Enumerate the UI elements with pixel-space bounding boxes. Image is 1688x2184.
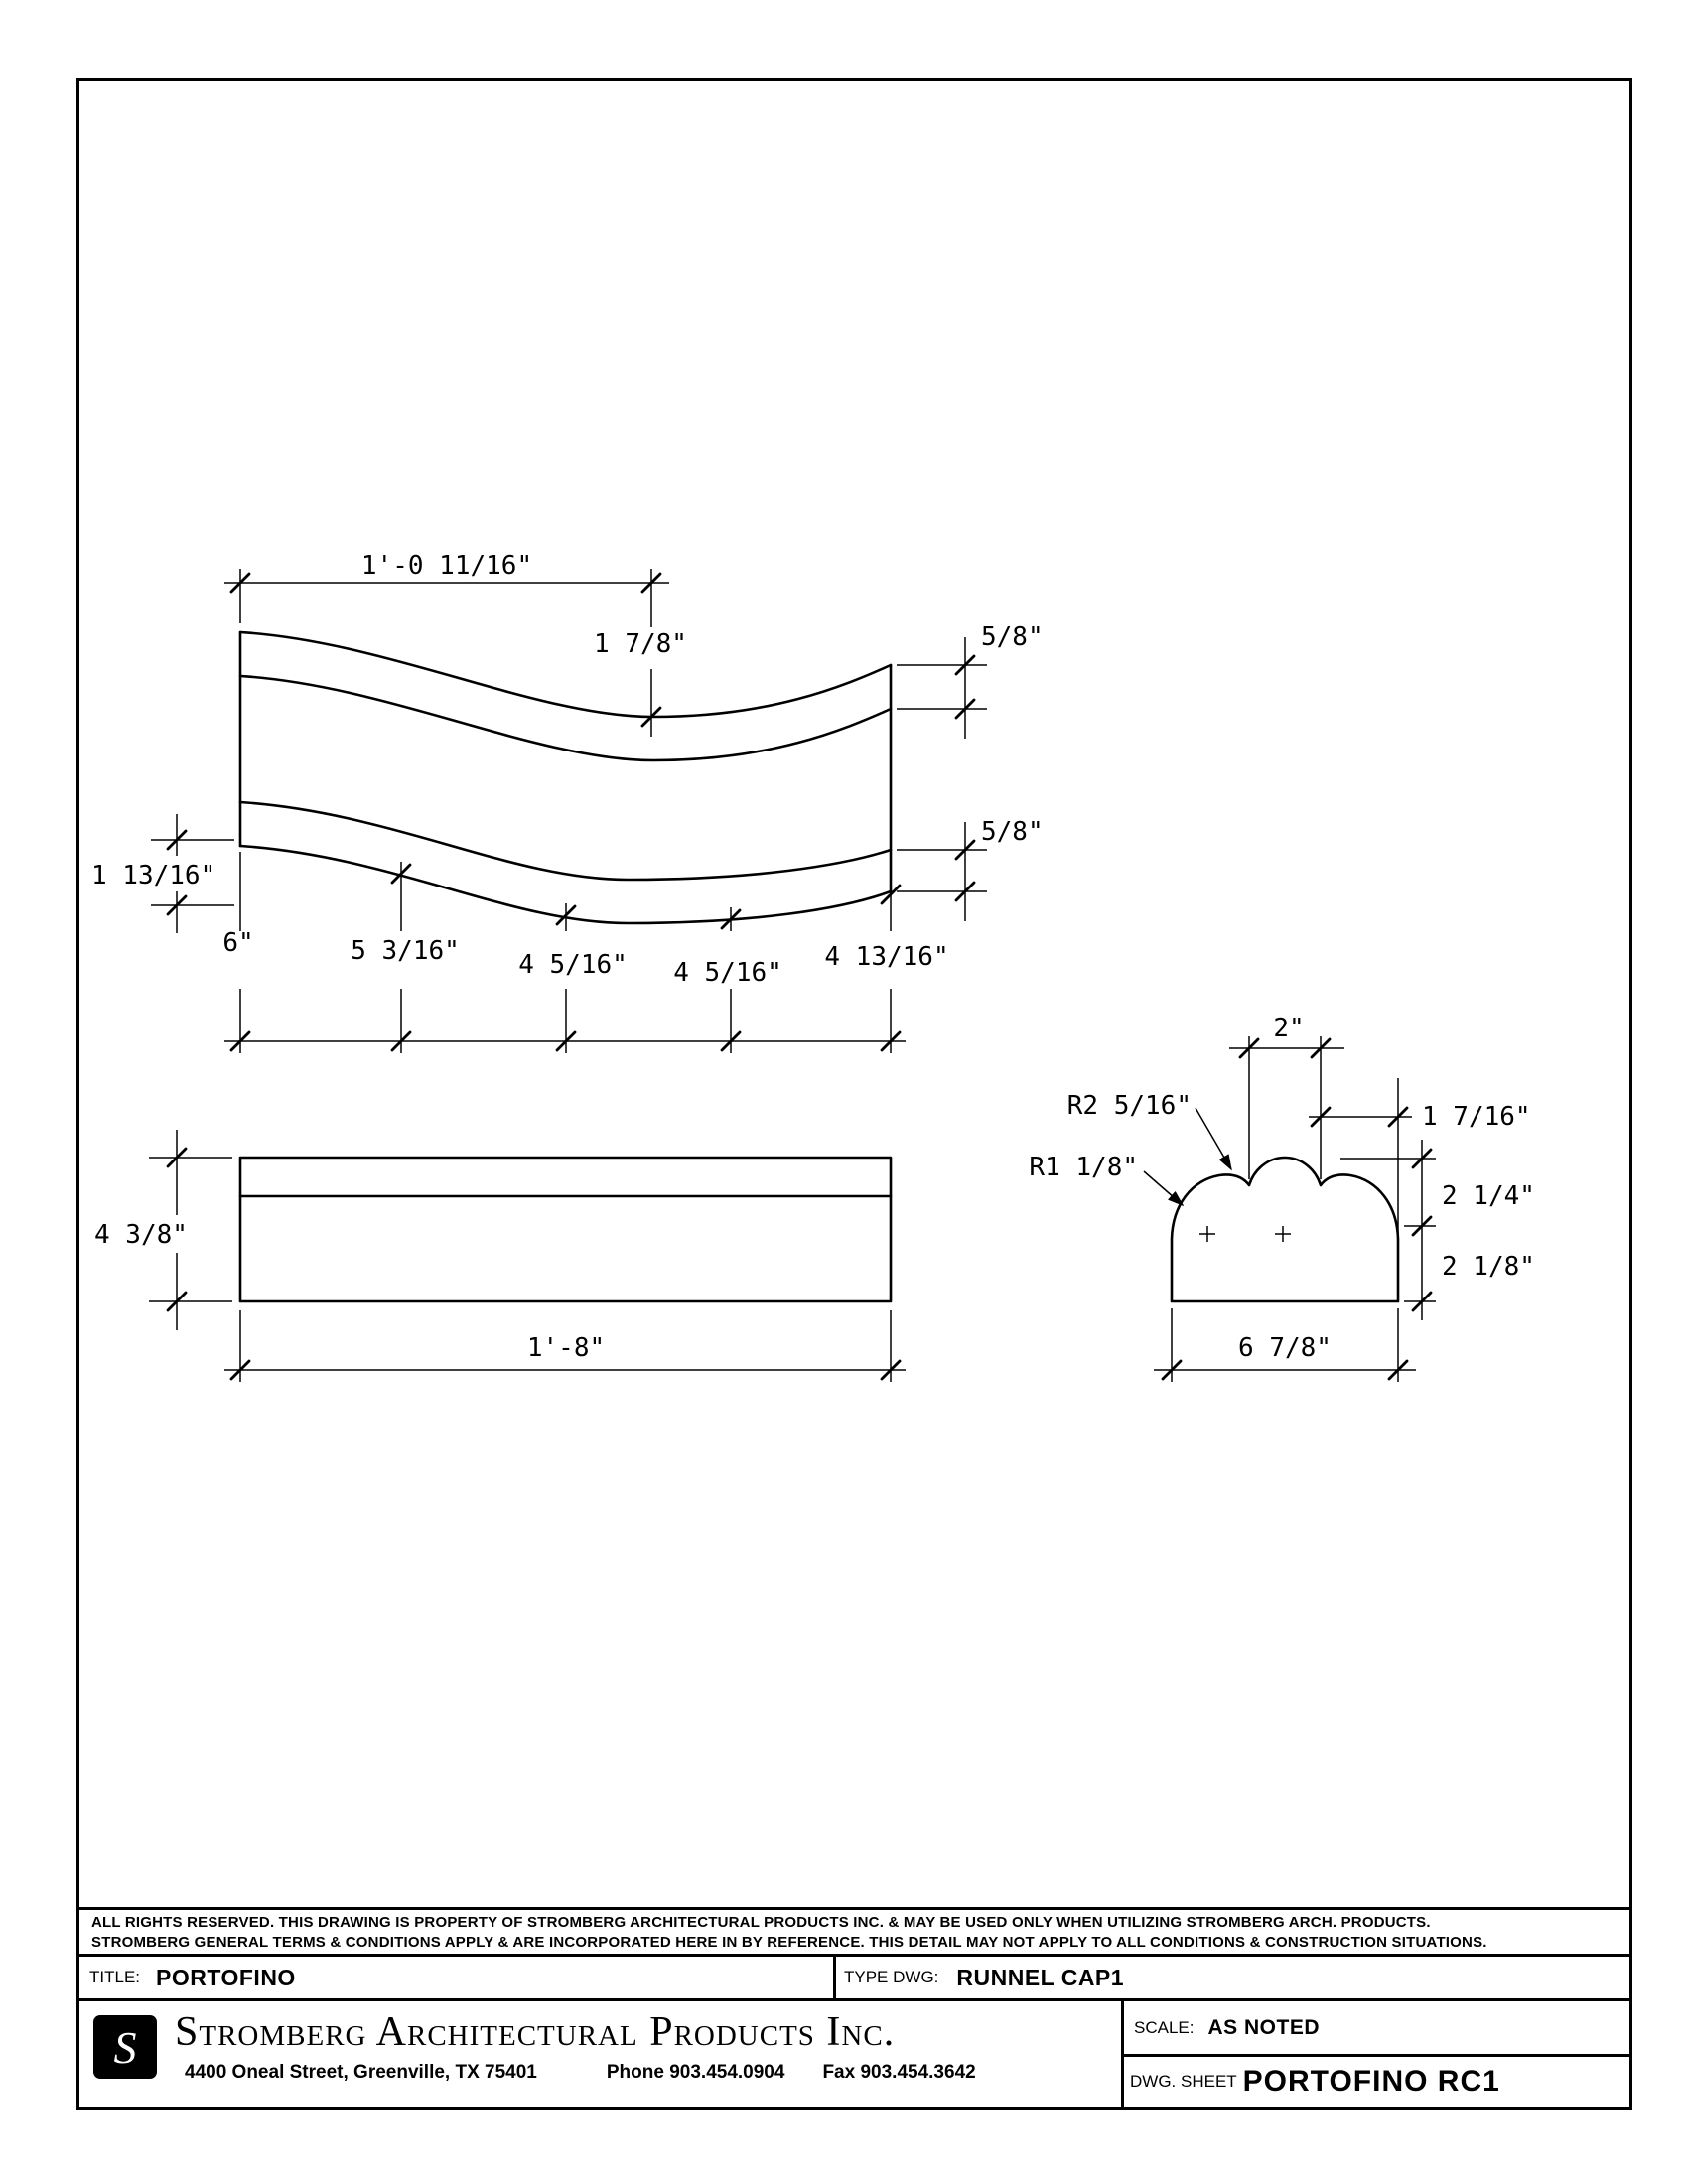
dim-label-seg4: 4 5/16" [673,958,782,988]
dim-top-thickness-right: 5/8" [897,622,1044,739]
radius-callout-r1: R1 1/8" [1029,1153,1185,1207]
title-label: TITLE: [89,1968,141,1986]
dim-label-left-height: 1 13/16" [91,861,215,890]
type-dwg-label: TYPE DWG: [844,1968,939,1986]
dim-label-bottom-thickness: 5/8" [981,817,1044,847]
dim-bottom-thickness-right: 5/8" [897,817,1044,921]
dim-top-width: 1'-0 11/16" [224,551,669,623]
title-value: PORTOFINO [156,1964,296,1990]
type-dwg-cell: TYPE DWG: RUNNEL CAP1 [836,1957,1629,1998]
disclaimer-line-1: ALL RIGHTS RESERVED. THIS DRAWING IS PRO… [91,1914,1431,1931]
dwg-sheet-row: DWG. SHEET PORTOFINO RC1 [1124,2057,1629,2107]
sheet-border [76,78,1632,2110]
scale-value: AS NOTED [1207,2015,1320,2039]
company-address: 4400 Oneal Street, Greenville, TX 75401 [185,2062,537,2084]
scale-row: SCALE: AS NOTED [1124,2001,1629,2057]
plan-view: 4 3/8" 1'-8" [94,1130,906,1382]
dim-base-width: 6 7/8" [1154,1308,1416,1382]
stromberg-logo: S [93,2015,157,2079]
company-phone: Phone 903.454.0904 [606,2062,785,2084]
company-address-row: 4400 Oneal Street, Greenville, TX 75401 … [185,2062,976,2084]
company-name: Stromberg Architectural Products Inc. [175,2009,896,2055]
title-row: TITLE: PORTOFINO TYPE DWG: RUNNEL CAP1 [79,1957,1629,2001]
elevation-profile [238,630,893,925]
dim-label-lower-height: 2 1/8" [1442,1252,1535,1282]
dim-right-offset: 1 7/16" [1309,1078,1531,1235]
dim-drop: 1 7/8" [594,569,687,737]
dim-label-seg1: 6" [222,928,253,958]
radius-callout-r2: R2 5/16" [1067,1091,1232,1171]
type-dwg-value: RUNNEL CAP1 [956,1964,1125,1990]
company-fax: Fax 903.454.3642 [822,2062,976,2084]
dim-label-plan-height: 4 3/8" [94,1220,188,1250]
dim-label-right-offset: 1 7/16" [1422,1102,1531,1132]
dim-label-top-width: 1'-0 11/16" [361,551,532,581]
dim-plan-width: 1'-8" [224,1310,906,1382]
plan-profile [238,1156,893,1303]
company-cell: S Stromberg Architectural Products Inc. … [79,2001,1124,2107]
dim-bottom-segments: 6" 5 3/16" 4 5/16" 4 5/16" 4 13/16" [222,852,949,1053]
dim-label-seg2: 5 3/16" [351,936,460,966]
dwg-sheet-label: DWG. SHEET [1130,2072,1237,2091]
dim-label-upper-height: 2 1/4" [1442,1181,1535,1211]
scale-label: SCALE: [1134,2017,1195,2037]
disclaimer: ALL RIGHTS RESERVED. THIS DRAWING IS PRO… [79,1910,1629,1957]
dim-dome-width: 2" [1229,1014,1344,1179]
section-profile [1170,1156,1400,1303]
title-block-main: S Stromberg Architectural Products Inc. … [79,2001,1629,2107]
elevation-view: 1'-0 11/16" 1 7/8" 5/8" [91,551,1044,1053]
dim-label-drop: 1 7/8" [594,629,687,659]
dim-section-heights: 2 1/4" 2 1/8" [1340,1140,1535,1320]
dim-label-r1: R1 1/8" [1029,1153,1138,1182]
meta-cell: SCALE: AS NOTED DWG. SHEET PORTOFINO RC1 [1124,2001,1629,2107]
arc-center-marks [1199,1226,1291,1242]
section-view: 2" R2 5/16" R1 1/8" 1 7/16" [1029,1014,1535,1382]
company-text: Stromberg Architectural Products Inc. 44… [175,2009,976,2084]
dim-label-dome-width: 2" [1273,1014,1304,1043]
dim-label-r2: R2 5/16" [1067,1091,1192,1121]
dim-left-height: 1 13/16" [91,814,234,933]
dim-label-seg5: 4 13/16" [824,942,948,972]
dim-label-plan-width: 1'-8" [527,1333,605,1363]
dim-label-base-width: 6 7/8" [1238,1333,1332,1363]
disclaimer-line-2: STROMBERG GENERAL TERMS & CONDITIONS APP… [91,1933,1487,1951]
title-block: ALL RIGHTS RESERVED. THIS DRAWING IS PRO… [79,1907,1629,2107]
logo-monogram: S [113,2021,137,2073]
dim-label-top-thickness: 5/8" [981,622,1044,652]
title-cell: TITLE: PORTOFINO [79,1957,836,1998]
dim-plan-height: 4 3/8" [94,1130,232,1330]
dwg-sheet-value: PORTOFINO RC1 [1242,2065,1500,2098]
dim-label-seg3: 4 5/16" [518,950,628,980]
